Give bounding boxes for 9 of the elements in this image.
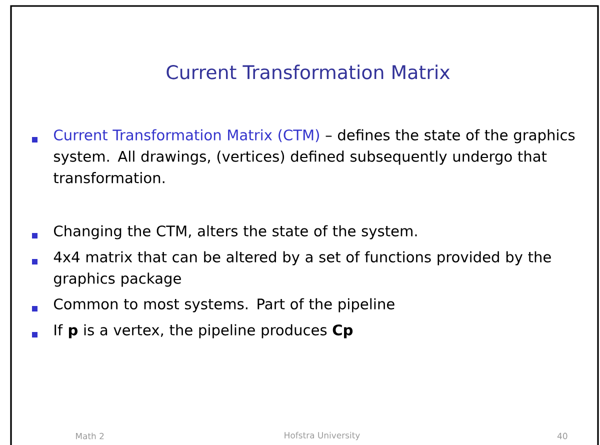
bullet-text: If p is a vertex, the pipeline produces Cp — [54, 324, 353, 338]
footer-text: Math 2 — [76, 432, 104, 440]
slide-title: Current Transformation Matrix — [166, 64, 450, 80]
footer-text: Hofstra University — [284, 432, 360, 440]
footer-text: 40 — [557, 432, 568, 440]
bullet-text: Changing the CTM, alters the state of the system. — [54, 225, 417, 240]
bullet-text: Common to most systems. Part of the pipeline — [54, 298, 394, 312]
bullet-text: Current Transformation Matrix (CTM) – defines the state of the graphics system. All drawings, (vertices) defined subsequently undergo that transformation. — [54, 129, 575, 184]
bullet-text: 4x4 matrix that can be altered by a set of functions provided by the graphics package — [54, 251, 551, 287]
